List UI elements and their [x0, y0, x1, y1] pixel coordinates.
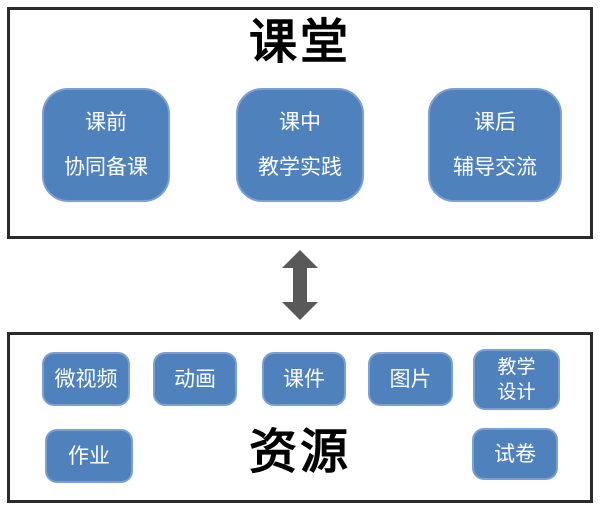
resource-images: 图片 — [368, 352, 453, 406]
node-after-class-label: 课后 辅导交流 — [453, 110, 537, 179]
resource-courseware-label: 课件 — [283, 367, 325, 391]
node-during-class-label: 课中 教学实践 — [258, 110, 342, 179]
resource-images-label: 图片 — [389, 367, 432, 391]
node-before-class-label: 课前 协同备课 — [64, 110, 148, 179]
resource-microvideo-label: 微视频 — [54, 367, 118, 391]
resource-courseware: 课件 — [262, 352, 346, 406]
node-before-class: 课前 协同备课 — [42, 88, 170, 202]
resource-microvideo: 微视频 — [42, 352, 130, 406]
resource-test-paper: 试卷 — [472, 428, 558, 480]
resource-animation-label: 动画 — [174, 367, 216, 391]
classroom-title: 课堂 — [248, 14, 351, 70]
node-after-class: 课后 辅导交流 — [428, 88, 562, 202]
resource-teaching-design-label: 教学 设计 — [497, 355, 536, 403]
resource-homework-label: 作业 — [68, 444, 110, 468]
resource-test-paper-label: 试卷 — [494, 442, 536, 466]
resource-homework: 作业 — [45, 429, 133, 483]
node-during-class: 课中 教学实践 — [236, 88, 364, 202]
bidirectional-arrow-icon — [282, 250, 318, 320]
resource-teaching-design: 教学 设计 — [473, 349, 560, 410]
resource-animation: 动画 — [153, 352, 237, 406]
resources-title: 资源 — [248, 424, 351, 480]
